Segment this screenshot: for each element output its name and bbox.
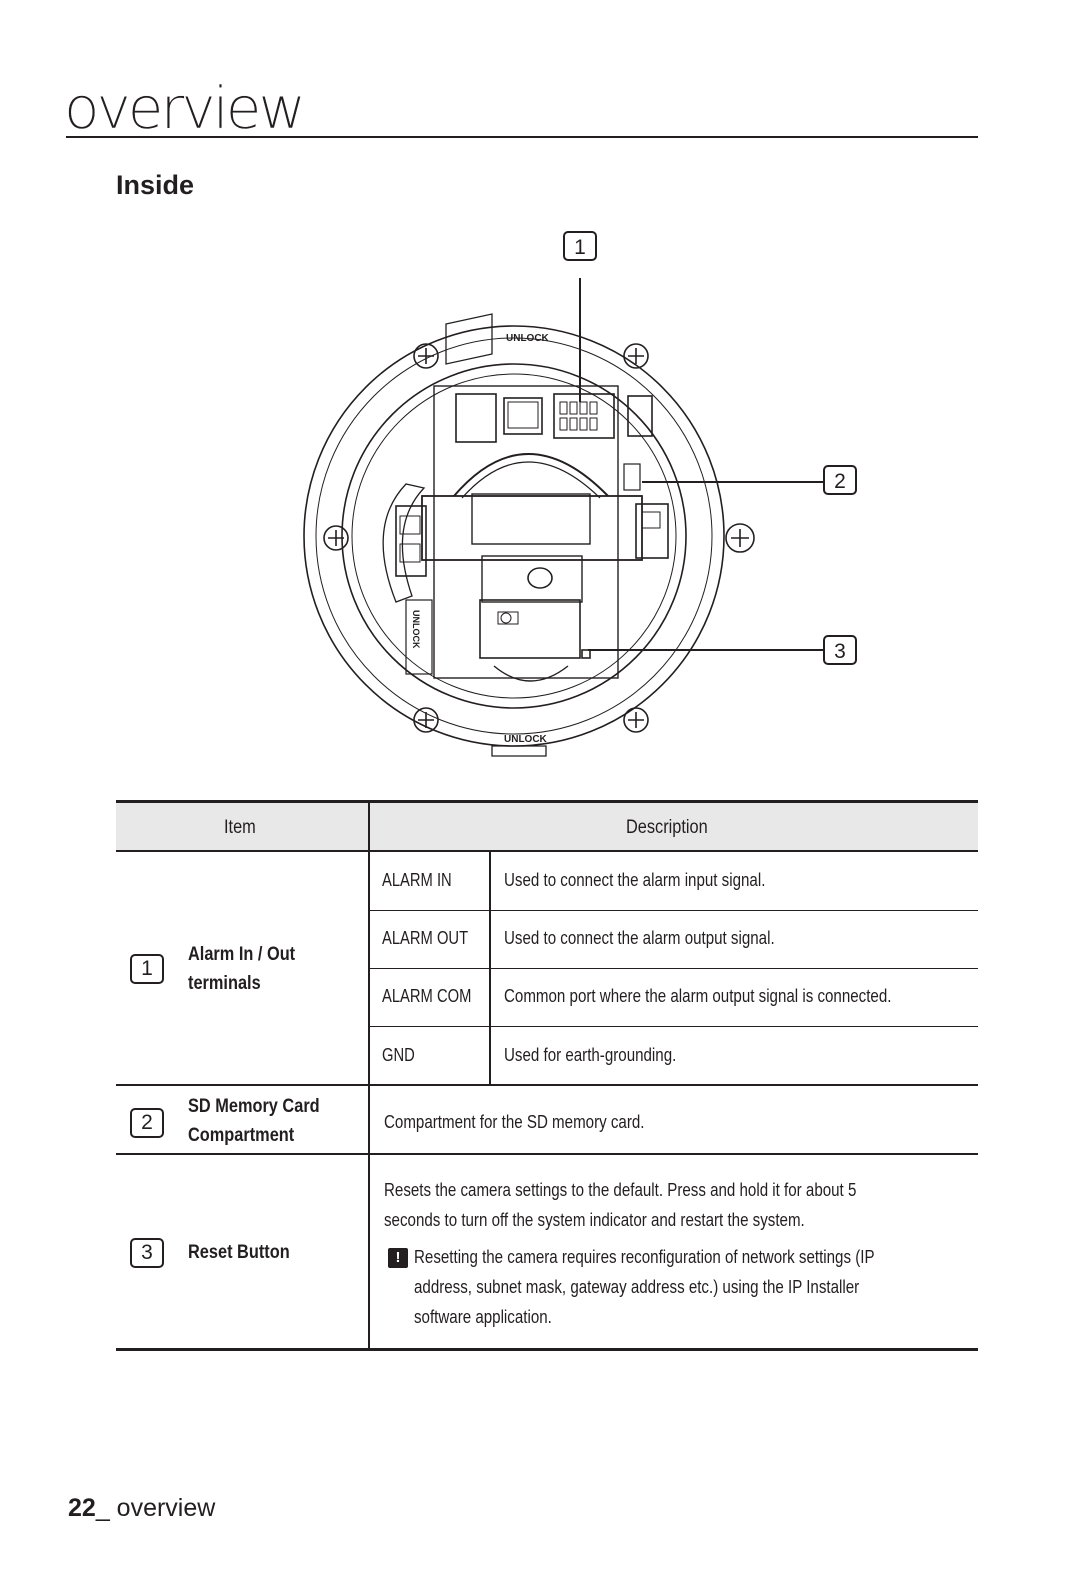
screw-icon	[323, 525, 349, 551]
page-number: 22	[68, 1494, 96, 1522]
terminal-description: Used to connect the alarm output signal.	[504, 928, 775, 948]
inner-ring-inner	[351, 373, 677, 699]
callout-number: 1	[574, 236, 586, 259]
table-bottom-rule	[116, 1348, 978, 1351]
header-divider	[66, 136, 978, 138]
terminal-description: Used to connect the alarm input signal.	[504, 870, 766, 890]
camera-inside-diagram: UNLOCK UNLOCK UNLOCK 1 2 3	[303, 231, 857, 757]
screw-icon	[623, 707, 649, 733]
terminal-label: ALARM OUT	[382, 928, 469, 948]
inner-ring	[341, 363, 687, 709]
unlock-label-top: UNLOCK	[506, 333, 550, 344]
item-description: Compartment for the SD memory card.	[384, 1112, 645, 1132]
screw-icon	[413, 343, 439, 369]
item-name-line1: Reset Button	[188, 1242, 290, 1263]
screw-icon	[413, 707, 439, 733]
item-name-line1: SD Memory Card	[188, 1096, 320, 1117]
item-name-line1: Alarm In / Out	[188, 944, 296, 965]
terminal-label: ALARM IN	[382, 870, 452, 890]
callout-badge-3: 3	[823, 635, 857, 665]
unlock-label-side: UNLOCK	[411, 610, 421, 649]
header-column-divider	[368, 800, 370, 852]
screw-icon	[725, 523, 755, 553]
unlock-label-bottom: UNLOCK	[504, 734, 548, 745]
item-name-line2: terminals	[188, 973, 261, 994]
page-footer: 22_ overview	[68, 1494, 215, 1523]
callout-number: 3	[834, 640, 846, 663]
item-description-line1: Resets the camera settings to the defaul…	[384, 1180, 857, 1200]
subrow-divider	[370, 1026, 978, 1027]
row-divider	[116, 1084, 978, 1086]
item-name-line2: Compartment	[188, 1125, 295, 1146]
item-number-badge: 2	[130, 1108, 164, 1138]
terminal-description: Used for earth-grounding.	[504, 1045, 677, 1065]
table-header: Item Description	[116, 800, 978, 852]
terminal-description: Common port where the alarm output signa…	[504, 986, 892, 1006]
row-divider	[116, 1153, 978, 1155]
callout-number: 2	[834, 470, 846, 493]
section-title: Inside	[116, 170, 195, 200]
item-number-badge: 1	[130, 954, 164, 984]
screw-icon	[623, 343, 649, 369]
note-line3: software application.	[414, 1307, 552, 1327]
subrow-divider	[370, 910, 978, 911]
terminal-label: ALARM COM	[382, 986, 472, 1006]
item-number-badge: 3	[130, 1238, 164, 1268]
item-description-line2: seconds to turn off the system indicator…	[384, 1210, 805, 1230]
column-header-item: Item	[224, 817, 256, 838]
page-header-title: overview	[64, 74, 306, 142]
column-header-description: Description	[626, 817, 708, 838]
callout-badge-2: 2	[823, 465, 857, 495]
callout-badge-1: 1	[563, 231, 597, 261]
terminal-label: GND	[382, 1045, 415, 1065]
footer-section: _ overview	[95, 1494, 216, 1522]
outer-ring	[303, 325, 725, 747]
subrow-divider	[370, 968, 978, 969]
column-divider	[368, 852, 370, 1348]
note-line2: address, subnet mask, gateway address et…	[414, 1277, 860, 1297]
note-line1: Resetting the camera requires reconfigur…	[414, 1247, 875, 1267]
note-icon: !	[388, 1248, 408, 1268]
outer-ring-inner	[315, 337, 713, 735]
